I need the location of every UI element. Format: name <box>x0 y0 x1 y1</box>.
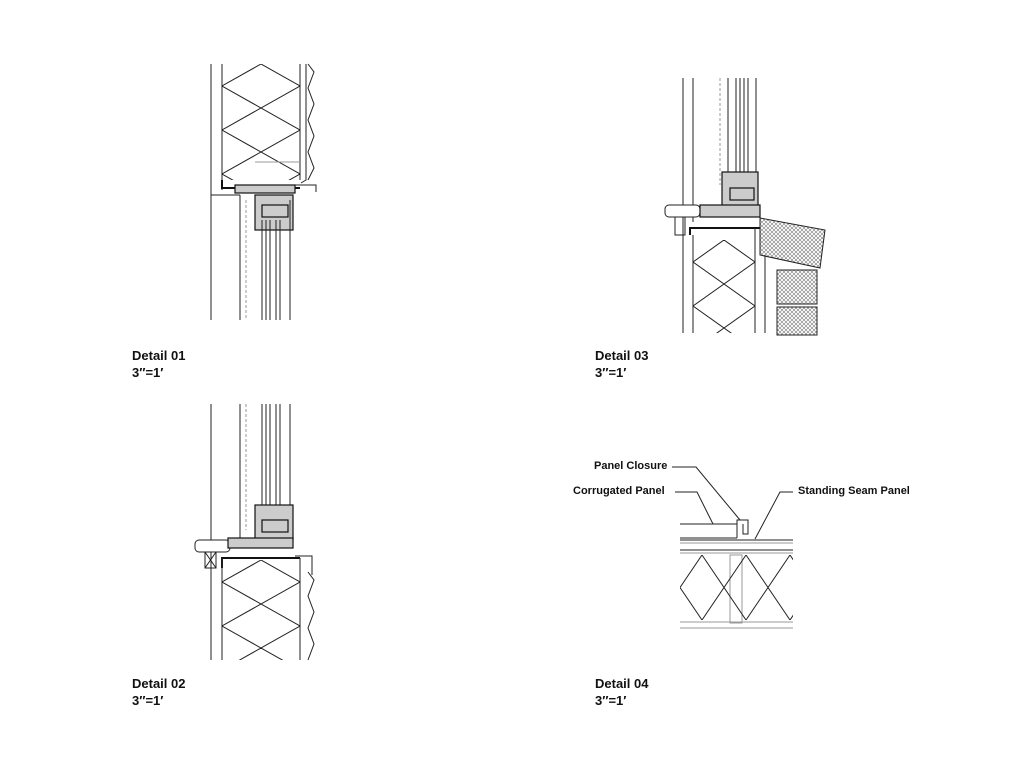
detail-01-label: Detail 01 3″=1′ <box>132 347 185 381</box>
insulation-batt <box>222 560 300 660</box>
leader-corrugated-panel <box>675 491 714 525</box>
insulation-curve <box>693 240 755 333</box>
brick <box>776 306 818 336</box>
brick <box>776 269 818 305</box>
leader-panel-closure <box>672 466 741 521</box>
detail-02-label: Detail 02 3″=1′ <box>132 675 185 709</box>
insulation-curve <box>680 555 793 620</box>
brick-sill <box>759 217 826 269</box>
detail-03-drawing <box>664 78 826 336</box>
detail-scale: 3″=1′ <box>132 365 164 380</box>
panel-closure-label: Panel Closure <box>594 460 668 472</box>
insulation-curve <box>222 560 300 660</box>
detail-01-drawing <box>210 63 317 320</box>
standing-seam-panel-label: Standing Seam Panel <box>798 485 910 497</box>
leader-standing-seam <box>754 491 793 540</box>
insulation-batt <box>693 240 755 333</box>
detail-scale: 3″=1′ <box>132 693 164 708</box>
insulation-batt <box>222 64 300 180</box>
insulation-curve <box>222 64 300 180</box>
detail-title: Detail 04 <box>595 676 649 691</box>
detail-04-drawing <box>672 466 793 629</box>
detail-title: Detail 02 <box>132 676 186 691</box>
detail-scale: 3″=1′ <box>595 693 627 708</box>
detail-title: Detail 01 <box>132 348 186 363</box>
detail-02-drawing <box>194 404 315 661</box>
detail-04-label: Detail 04 3″=1′ <box>595 675 648 709</box>
corrugated-panel-label: Corrugated Panel <box>573 485 665 497</box>
insulation-batt <box>680 555 793 620</box>
detail-scale: 3″=1′ <box>595 365 627 380</box>
detail-title: Detail 03 <box>595 348 649 363</box>
detail-03-label: Detail 03 3″=1′ <box>595 347 648 381</box>
